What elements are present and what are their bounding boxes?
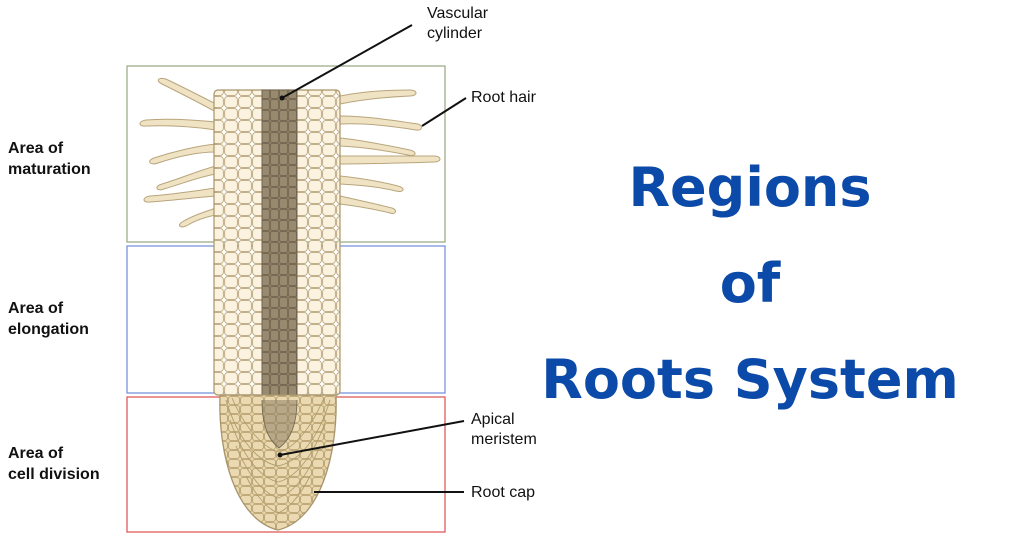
apical-meristem-leader — [279, 420, 465, 456]
title-line-of: of — [719, 252, 781, 315]
vascular-cylinder-leader — [281, 24, 413, 99]
vascular-cylinder-pointer — [279, 95, 285, 101]
vascular-cylinder-label: Vascular cylinder — [427, 4, 488, 44]
maturation-label-line2: maturation — [8, 161, 91, 178]
maturation-region-label: Area of maturation — [8, 138, 91, 180]
root-hair-leader — [421, 97, 467, 127]
elongation-region-label: Area of elongation — [8, 298, 89, 340]
vascular-cylinder-label-line1: Vascular — [427, 5, 489, 22]
apical-meristem-pointer — [277, 452, 283, 458]
apical-meristem-label-line2: meristem — [471, 431, 537, 448]
title-line-roots-system: Roots System — [541, 348, 959, 411]
root-hairs-left — [139, 77, 217, 228]
root-cap-shape — [219, 394, 337, 531]
elongation-label-line1: Area of — [8, 300, 64, 317]
cell-division-region-label: Area of cell division — [8, 443, 100, 485]
root-body — [213, 89, 341, 449]
root-hairs-right — [339, 89, 441, 214]
title-line-regions: Regions — [628, 156, 872, 219]
page-title: Regions of Roots System — [520, 140, 980, 428]
apical-meristem-label-line1: Apical — [471, 411, 515, 428]
vascular-cylinder-shape — [261, 89, 298, 449]
root-diagram — [126, 24, 467, 533]
elongation-label-line2: elongation — [8, 321, 89, 338]
root-hair-label: Root hair — [471, 89, 536, 106]
cell-division-label-line2: cell division — [8, 466, 100, 483]
maturation-label-line1: Area of — [8, 140, 64, 157]
cell-division-label-line1: Area of — [8, 445, 64, 462]
apical-meristem-label: Apical meristem — [471, 410, 537, 450]
vascular-cylinder-label-line2: cylinder — [427, 25, 483, 42]
root-cap-label: Root cap — [471, 484, 536, 501]
